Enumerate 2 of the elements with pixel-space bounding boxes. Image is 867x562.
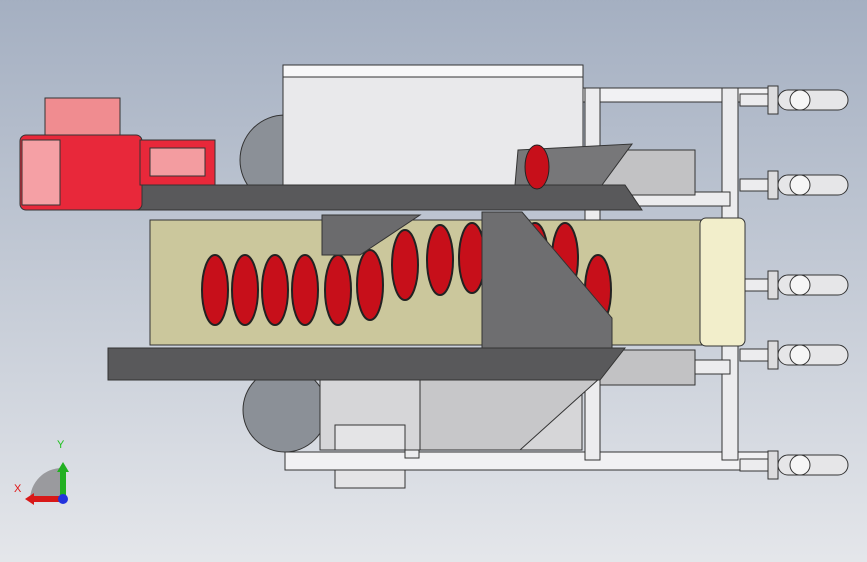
axis-label: X xyxy=(14,484,22,495)
axis-label: Y xyxy=(57,440,64,451)
